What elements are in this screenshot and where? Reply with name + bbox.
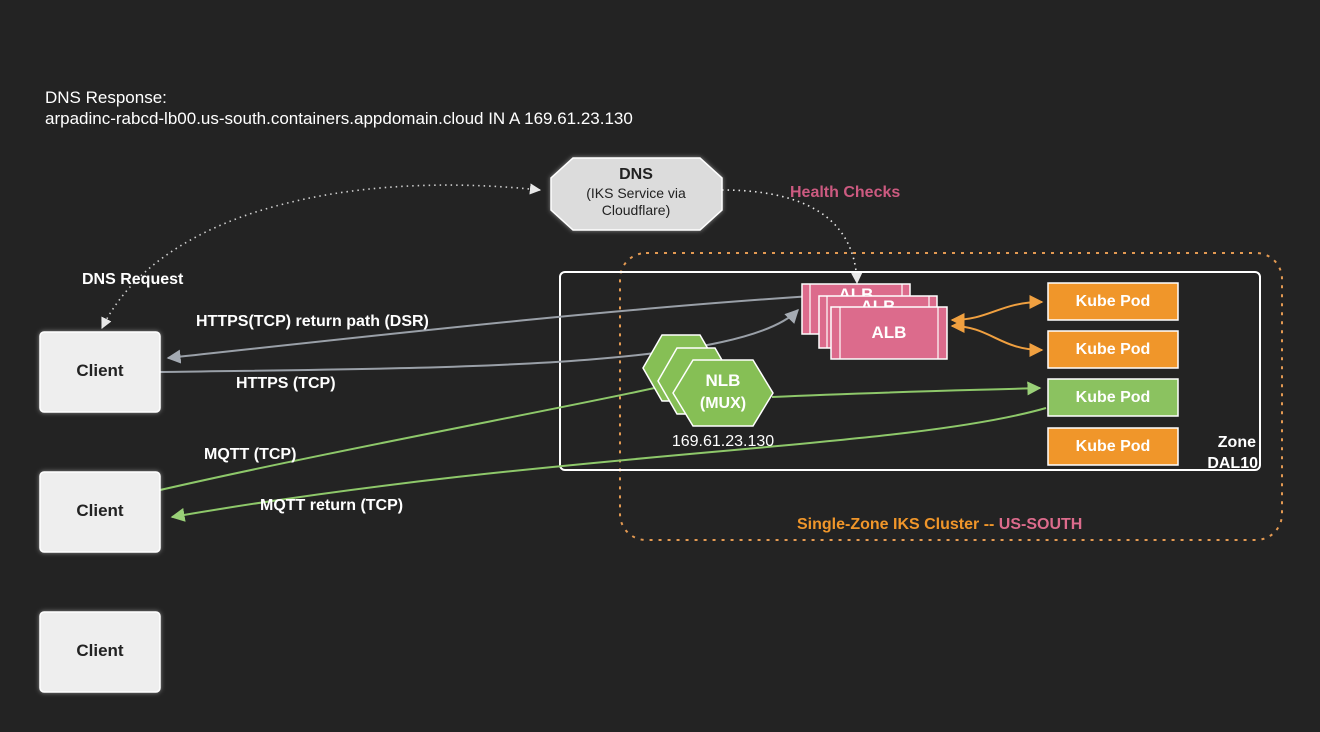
nlb-label: NLB	[706, 371, 741, 390]
health-checks-label: Health Checks	[790, 184, 900, 201]
cluster-label-name: Single-Zone IKS Cluster --	[797, 516, 999, 533]
alb-front-label: ALB	[872, 323, 907, 342]
cluster-boundary	[619, 252, 1283, 541]
health-check-arrow	[721, 189, 863, 285]
nlb-ip-address: 169.61.23.130	[672, 433, 774, 450]
kube-pod-3-label: Kube Pod	[1076, 389, 1151, 406]
dns-subtitle-line1: (IKS Service via	[586, 185, 686, 201]
nlb-stack: NLB (MUX)	[642, 334, 774, 427]
dns-title: DNS	[619, 166, 653, 183]
zone-label: Zone	[1218, 434, 1256, 451]
client-3[interactable]: Client	[39, 611, 161, 693]
kube-pod-1-label: Kube Pod	[1076, 293, 1151, 310]
dns-request-label: DNS Request	[82, 271, 184, 288]
zone-name: DAL10	[1207, 455, 1258, 472]
alb-stack: ALB ALB ALB	[801, 283, 948, 360]
client-2-label: Client	[76, 501, 124, 520]
client-1-label: Client	[76, 361, 124, 380]
dns-subtitle-line2: Cloudflare)	[602, 202, 670, 218]
https-return-label: HTTPS(TCP) return path (DSR)	[196, 313, 429, 330]
alb-pod-arrow-1	[950, 295, 1044, 327]
nlb-mux-label: (MUX)	[700, 395, 746, 412]
https-return-arrow	[166, 295, 813, 364]
dns-node	[550, 157, 723, 231]
https-label: HTTPS (TCP)	[236, 375, 336, 392]
https-request-arrow	[159, 308, 799, 373]
dns-response-title: DNS Response:	[45, 88, 167, 107]
zone-boundary	[559, 271, 1261, 471]
kube-pod-2[interactable]: Kube Pod	[1047, 330, 1179, 369]
kube-pod-3[interactable]: Kube Pod	[1047, 378, 1179, 417]
mqtt-label: MQTT (TCP)	[204, 446, 296, 463]
dns-request-arrow	[101, 183, 542, 330]
client-1[interactable]: Client	[39, 331, 161, 413]
nlb-front	[672, 359, 774, 427]
client-2[interactable]: Client	[39, 471, 161, 553]
kube-pod-1[interactable]: Kube Pod	[1047, 282, 1179, 321]
nlb-to-pod-arrow	[771, 381, 1042, 398]
kube-pod-2-label: Kube Pod	[1076, 341, 1151, 358]
client-3-label: Client	[76, 641, 124, 660]
kube-pod-4[interactable]: Kube Pod	[1047, 427, 1179, 466]
alb-front	[830, 306, 948, 360]
cluster-label: Single-Zone IKS Cluster -- US-SOUTH	[797, 516, 1082, 533]
alb-pod-arrow-2	[950, 319, 1044, 357]
cluster-label-region: US-SOUTH	[999, 516, 1083, 533]
dns-response-record: arpadinc-rabcd-lb00.us-south.containers.…	[45, 109, 633, 128]
mqtt-return-label: MQTT return (TCP)	[260, 497, 403, 514]
kube-pod-4-label: Kube Pod	[1076, 438, 1151, 455]
mqtt-return-arrow	[170, 407, 1047, 522]
